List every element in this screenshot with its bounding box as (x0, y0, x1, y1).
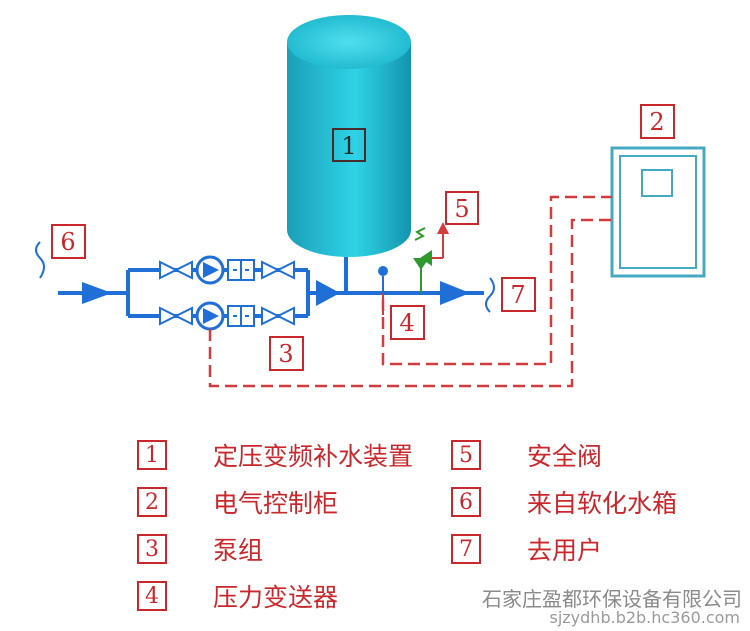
tag-transmitter: 4 (390, 305, 425, 340)
watermark-company: 石家庄盈都环保设备有限公司 (482, 587, 742, 611)
svg-text:2: 2 (649, 108, 664, 136)
inlet-arrow-icon (82, 282, 112, 304)
tag-tank: 1 (332, 128, 366, 162)
tag-outlet: 7 (501, 277, 536, 312)
tag-inlet: 6 (51, 224, 86, 259)
pump-upper-icon (203, 262, 219, 278)
pump-line-lower (159, 301, 295, 331)
control-cabinet (610, 146, 706, 278)
outlet-arrow-icon (440, 281, 470, 305)
tank (287, 15, 411, 257)
pump-line-upper (159, 255, 295, 285)
pressure-transmitter-icon (378, 266, 388, 293)
svg-text:7: 7 (510, 281, 525, 309)
pump-lower-icon (203, 308, 219, 324)
watermark-website: sjzydhb.b2b.hc360.com (549, 608, 741, 627)
tag-pump-group: 3 (269, 336, 304, 371)
svg-text:4: 4 (399, 309, 414, 337)
svg-text:1: 1 (341, 132, 356, 160)
outlet-break (485, 277, 495, 313)
svg-text:5: 5 (454, 195, 469, 223)
signal-lines (208, 195, 612, 388)
pump-outlet-arrow-icon (316, 280, 340, 306)
safety-valve-icon (413, 222, 449, 293)
inlet-pipe (35, 241, 128, 304)
tag-cabinet: 2 (640, 104, 675, 139)
svg-text:3: 3 (278, 340, 293, 368)
svg-text:6: 6 (60, 228, 75, 256)
pump-manifold (126, 268, 484, 318)
tag-safety-valve: 5 (445, 191, 479, 225)
